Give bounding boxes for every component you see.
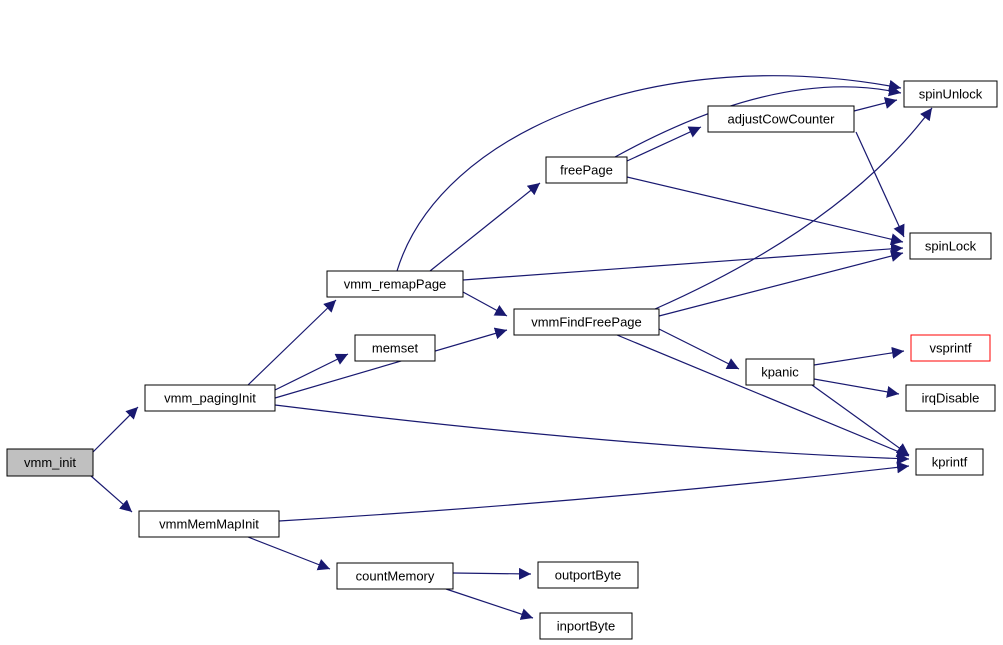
edge-vmmFindFreePage-to-kpanic — [658, 328, 740, 370]
node-inportByte[interactable]: inportByte — [539, 612, 633, 640]
node-vsprintf[interactable]: vsprintf — [910, 334, 991, 362]
node-freePage[interactable]: freePage — [545, 156, 628, 184]
node-label-vmmMemMapInit: vmmMemMapInit — [159, 517, 259, 532]
node-box-irqDisable[interactable] — [905, 384, 996, 412]
node-kpanic[interactable]: kpanic — [745, 358, 815, 386]
edge-vmm_pagingInit-to-vmmFindFreePage — [274, 327, 508, 399]
node-box-vmm_remapPage[interactable] — [326, 270, 464, 298]
edge-vmm_pagingInit-to-kprintf — [274, 404, 910, 465]
node-vmm_init[interactable]: vmm_init — [6, 448, 94, 477]
node-box-kprintf[interactable] — [915, 448, 984, 476]
node-box-vmmMemMapInit[interactable] — [138, 510, 280, 538]
node-box-adjustCowCounter[interactable] — [707, 105, 855, 133]
edge-kpanic-to-vsprintf — [813, 346, 905, 366]
node-label-countMemory: countMemory — [356, 569, 435, 584]
node-vmmMemMapInit[interactable]: vmmMemMapInit — [138, 510, 280, 538]
edge-vmm_pagingInit-to-memset — [274, 353, 349, 391]
edge-freePage-to-spinUnlock — [614, 84, 902, 158]
node-outportByte[interactable]: outportByte — [537, 561, 639, 589]
edge-vmm_pagingInit-to-vmm_remapPage — [247, 299, 337, 386]
edge-vmm_remapPage-to-vmmFindFreePage — [462, 291, 508, 317]
node-countMemory[interactable]: countMemory — [336, 562, 454, 590]
edge-vmm_init-to-vmm_pagingInit — [92, 406, 139, 453]
edge-adjustCowCounter-to-spinLock — [855, 131, 905, 238]
node-label-vmm_init: vmm_init — [24, 455, 76, 470]
node-box-freePage[interactable] — [545, 156, 628, 184]
node-label-kprintf: kprintf — [932, 455, 968, 470]
edge-freePage-to-spinLock — [626, 176, 904, 246]
edge-vmm_remapPage-to-freePage — [429, 182, 541, 272]
node-spinLock[interactable]: spinLock — [909, 232, 992, 260]
node-vmmFindFreePage[interactable]: vmmFindFreePage — [513, 308, 660, 336]
node-box-countMemory[interactable] — [336, 562, 454, 590]
node-box-vmm_init[interactable] — [6, 448, 94, 477]
node-box-spinUnlock[interactable] — [903, 80, 998, 108]
node-label-vmmFindFreePage: vmmFindFreePage — [531, 315, 642, 330]
node-label-vsprintf: vsprintf — [930, 341, 972, 356]
node-box-inportByte[interactable] — [539, 612, 633, 640]
node-box-memset[interactable] — [354, 334, 436, 362]
edge-vmmMemMapInit-to-kprintf — [278, 461, 910, 522]
node-memset[interactable]: memset — [354, 334, 436, 362]
edge-vmmFindFreePage-to-kprintf — [616, 334, 910, 457]
edge-vmm_init-to-vmmMemMapInit — [90, 475, 133, 513]
node-adjustCowCounter[interactable]: adjustCowCounter — [707, 105, 855, 133]
node-label-inportByte: inportByte — [557, 619, 616, 634]
edge-vmm_remapPage-to-spinUnlock — [396, 75, 902, 272]
node-label-outportByte: outportByte — [555, 568, 622, 583]
edge-vmm_remapPage-to-spinLock — [462, 242, 904, 281]
edge-adjustCowCounter-to-spinUnlock — [853, 97, 898, 112]
edge-kpanic-to-irqDisable — [813, 378, 900, 398]
node-kprintf[interactable]: kprintf — [915, 448, 984, 476]
node-box-vmmFindFreePage[interactable] — [513, 308, 660, 336]
node-label-vmm_pagingInit: vmm_pagingInit — [164, 391, 256, 406]
node-box-vmm_pagingInit[interactable] — [144, 384, 276, 412]
node-box-outportByte[interactable] — [537, 561, 639, 589]
node-box-vsprintf[interactable] — [910, 334, 991, 362]
node-vmm_remapPage[interactable]: vmm_remapPage — [326, 270, 464, 298]
node-box-spinLock[interactable] — [909, 232, 992, 260]
edge-vmmFindFreePage-to-spinUnlock — [654, 107, 933, 310]
node-vmm_pagingInit[interactable]: vmm_pagingInit — [144, 384, 276, 412]
node-label-memset: memset — [372, 341, 419, 356]
node-label-spinLock: spinLock — [925, 239, 977, 254]
edge-freePage-to-adjustCowCounter — [626, 126, 702, 162]
node-label-spinUnlock: spinUnlock — [919, 87, 983, 102]
node-label-adjustCowCounter: adjustCowCounter — [728, 112, 836, 127]
node-label-vmm_remapPage: vmm_remapPage — [344, 277, 447, 292]
edge-vmmFindFreePage-to-spinLock — [658, 250, 904, 317]
edge-kpanic-to-kprintf — [811, 384, 910, 456]
node-label-kpanic: kpanic — [761, 365, 799, 380]
node-irqDisable[interactable]: irqDisable — [905, 384, 996, 412]
edge-countMemory-to-inportByte — [445, 588, 534, 620]
edge-vmmMemMapInit-to-countMemory — [247, 536, 331, 571]
node-label-freePage: freePage — [560, 163, 613, 178]
node-box-kpanic[interactable] — [745, 358, 815, 386]
node-label-irqDisable: irqDisable — [922, 391, 980, 406]
node-spinUnlock[interactable]: spinUnlock — [903, 80, 998, 108]
edge-countMemory-to-outportByte — [452, 567, 532, 580]
